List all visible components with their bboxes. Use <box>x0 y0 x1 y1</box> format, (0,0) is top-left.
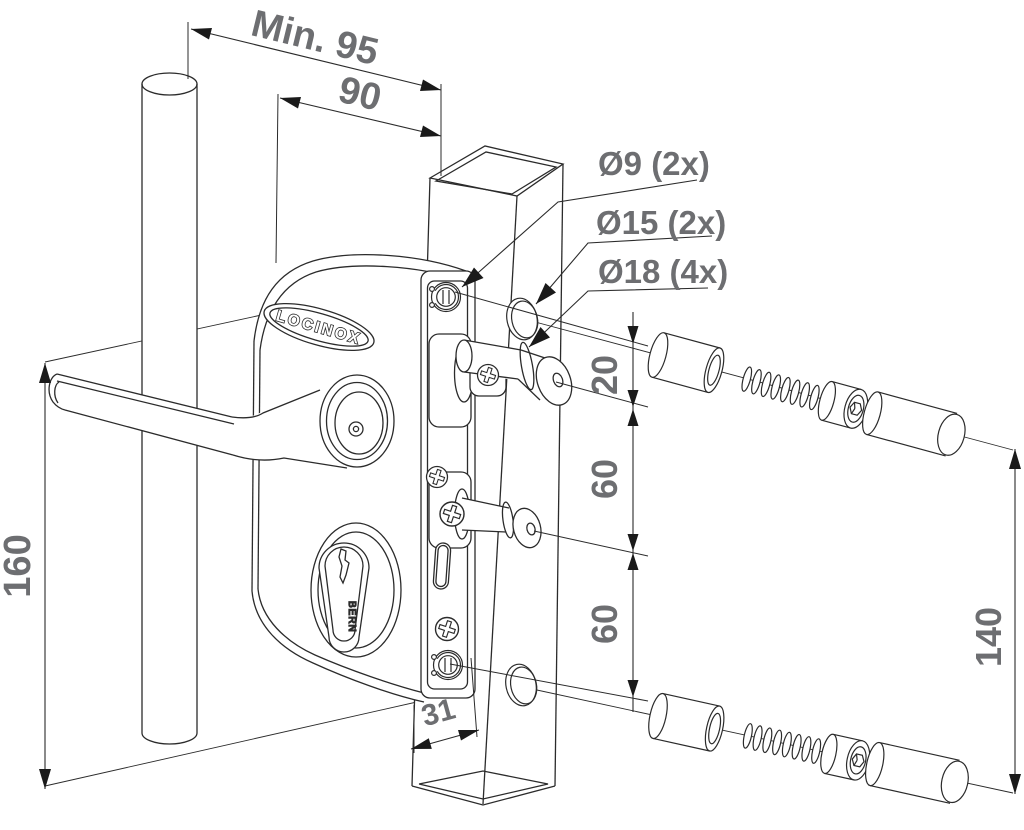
dim-60-lower: 60 <box>584 604 625 644</box>
fastener-set-lower <box>644 691 974 808</box>
dim-90: 90 <box>334 69 385 120</box>
dimension-layer <box>44 22 1016 794</box>
lock-cylinder: BERN <box>310 522 402 658</box>
dim-140: 140 <box>968 607 1009 667</box>
fastener-set-upper <box>643 330 971 461</box>
screw-latch-lower <box>439 501 465 527</box>
faceplate-slot <box>432 542 452 590</box>
callout-d9: Ø9 (2x) <box>598 145 710 182</box>
handle-lever <box>48 373 350 469</box>
faceplate-screw-upper <box>425 465 449 489</box>
dim-20: 20 <box>584 355 625 395</box>
dimension-arrowheads <box>39 28 1021 794</box>
dim-min-95: Min. 95 <box>247 3 382 74</box>
handle-hub <box>319 374 395 468</box>
callout-d18: Ø18 (4x) <box>598 253 728 290</box>
cylinder-brand-label: BERN <box>346 601 357 633</box>
dim-60-upper: 60 <box>584 459 625 499</box>
faceplate-screw-lower <box>434 616 460 642</box>
dim-160: 160 <box>0 534 39 597</box>
lock-body: LOCINOX BERN <box>48 254 573 703</box>
callout-d15: Ø15 (2x) <box>596 204 726 241</box>
latch-bolt-upper <box>428 333 573 428</box>
screw-latch-upper <box>476 363 500 387</box>
